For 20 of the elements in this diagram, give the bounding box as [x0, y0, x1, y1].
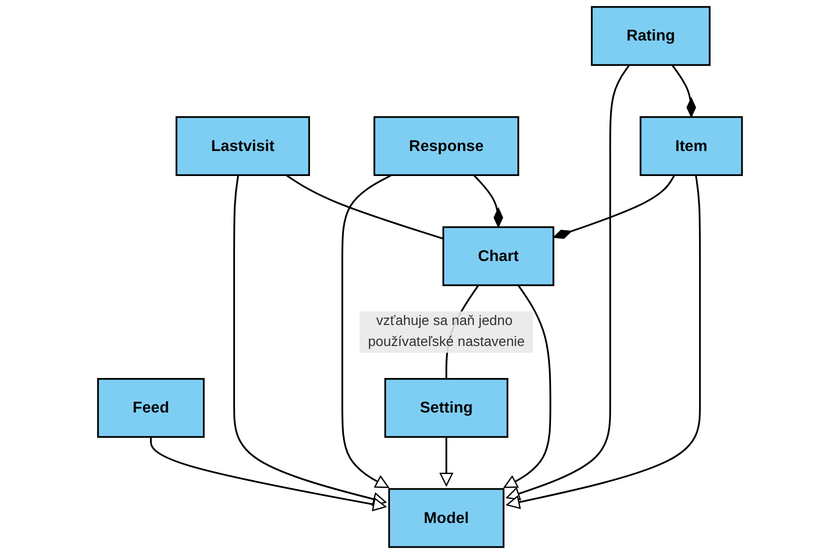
node-box: Item: [640, 116, 743, 176]
node-box: Lastvisit: [176, 116, 310, 176]
node-box: Model: [388, 488, 504, 548]
arrow: [440, 436, 454, 486]
connector: [552, 174, 676, 239]
connector: [671, 64, 696, 118]
arrow: [341, 174, 392, 488]
arrow: [150, 436, 386, 512]
node-box: Feed: [97, 378, 205, 438]
connector: [286, 174, 444, 240]
node-box: Rating: [590, 6, 711, 66]
arrow: [504, 284, 552, 488]
arrow: [506, 175, 701, 509]
arrow: [506, 64, 630, 500]
edge-label: vzťahuje sa naň jedno používateľské nastavenie: [368, 314, 525, 350]
connector: [473, 174, 504, 228]
node-box: Response: [374, 116, 520, 176]
node-box: Setting: [384, 378, 508, 438]
node-box: Chart: [442, 226, 554, 286]
arrow: [233, 175, 386, 506]
